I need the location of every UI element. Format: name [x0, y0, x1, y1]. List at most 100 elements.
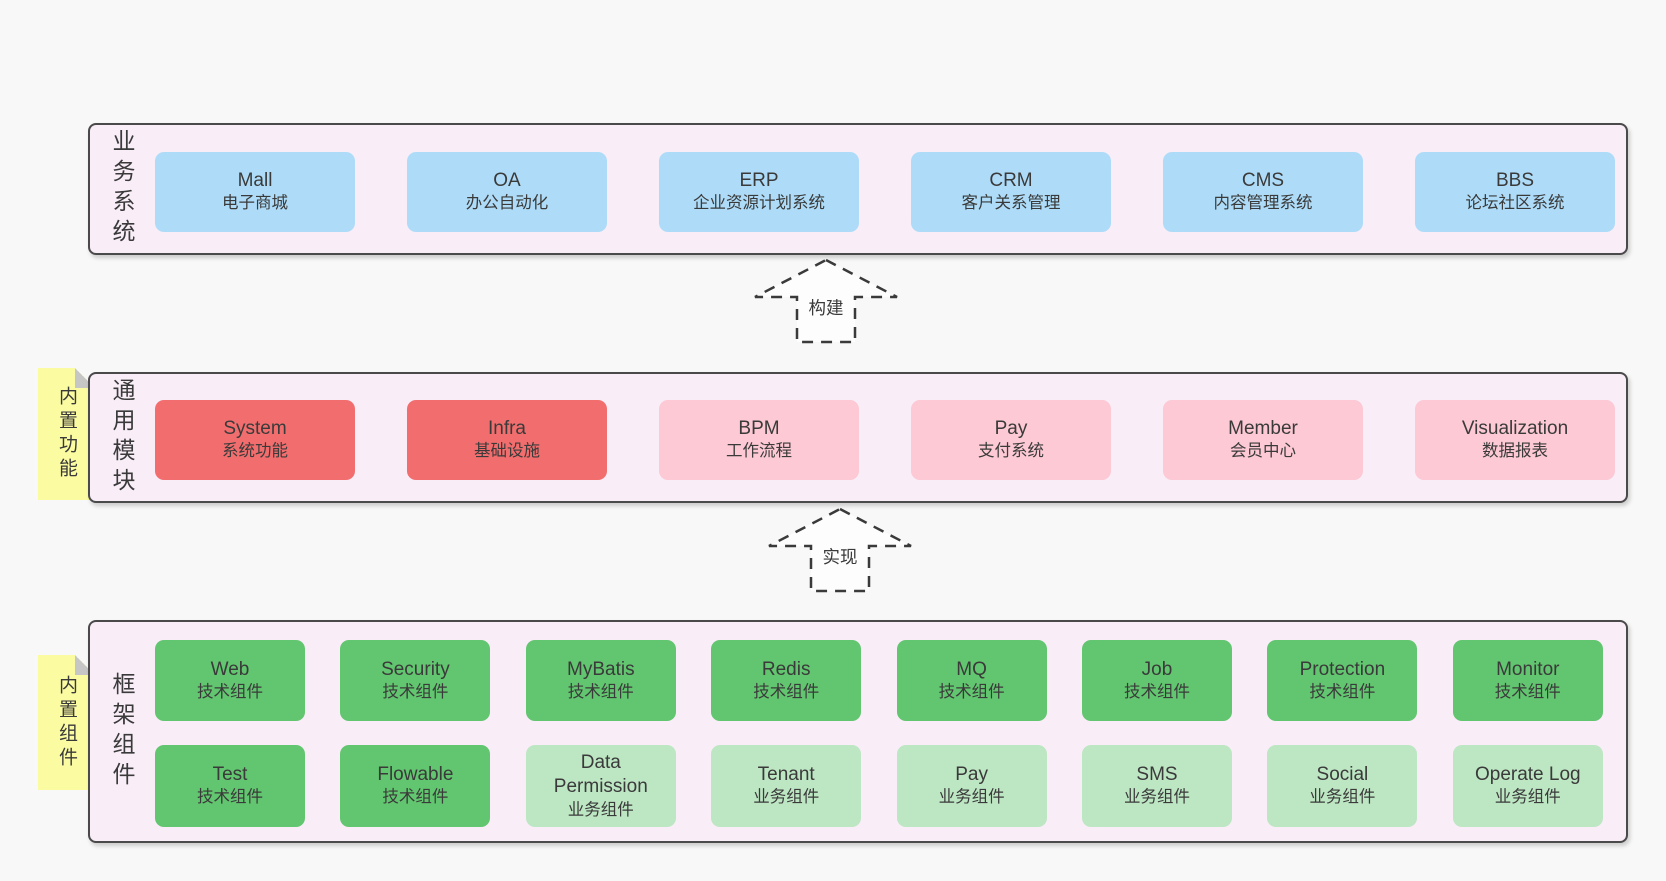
- box-web: Web 技术组件: [155, 640, 305, 721]
- box-title: CRM: [989, 170, 1033, 192]
- box-redis: Redis 技术组件: [711, 640, 862, 721]
- box-subtitle: 业务组件: [1494, 788, 1561, 807]
- box-title: Operate Log: [1474, 764, 1581, 786]
- box-data-permission: Data Permission 业务组件: [525, 745, 676, 827]
- box-subtitle: 技术组件: [382, 788, 449, 807]
- box-subtitle: 技术组件: [567, 682, 634, 701]
- box-subtitle: 技术组件: [938, 682, 1005, 701]
- box-cms: CMS 内容管理系统: [1163, 152, 1363, 232]
- box-member: Member 会员中心: [1163, 400, 1363, 480]
- box-subtitle: 电子商城: [222, 194, 288, 213]
- box-subtitle: 业务组件: [1309, 788, 1376, 807]
- box-erp: ERP 企业资源计划系统: [659, 152, 859, 232]
- box-pay: Pay 业务组件: [896, 745, 1047, 827]
- box-subtitle: 办公自动化: [465, 194, 549, 213]
- arrow-build-label: 构建: [809, 298, 844, 318]
- box-title: Job: [1141, 658, 1173, 680]
- dashed-up-arrow-implement: 实现: [768, 507, 912, 593]
- box-mq: MQ 技术组件: [896, 640, 1047, 721]
- box-title: Member: [1228, 418, 1298, 440]
- sticky-note-builtin-features: 内置功能: [38, 368, 95, 500]
- box-tenant: Tenant 业务组件: [711, 745, 862, 827]
- box-subtitle: 企业资源计划系统: [693, 194, 825, 213]
- box-bbs: BBS 论坛社区系统: [1415, 152, 1615, 232]
- box-flowable: Flowable 技术组件: [340, 745, 491, 827]
- box-subtitle: 业务组件: [753, 788, 820, 807]
- box-title: MQ: [956, 658, 987, 680]
- box-title: OA: [493, 170, 521, 192]
- box-title: CMS: [1241, 170, 1285, 192]
- box-title: Security: [381, 658, 450, 680]
- section-common-modules: 通用模块 System 系统功能 Infra 基础设施 BPM 工作流程 Pay 支付系统 Me…: [88, 372, 1628, 503]
- box-subtitle: 支付系统: [978, 442, 1044, 461]
- box-infra: Infra 基础设施: [407, 400, 607, 480]
- box-subtitle: 基础设施: [474, 442, 540, 461]
- box-subtitle: 技术组件: [197, 788, 263, 807]
- section-business-systems-label: 业务系统: [109, 129, 135, 249]
- box-title: Mall: [237, 170, 273, 192]
- box-title: Tenant: [757, 764, 815, 786]
- box-title: System: [223, 418, 287, 440]
- sticky-note-builtin-features-label: 内置功能: [56, 386, 77, 482]
- box-title: Redis: [761, 658, 811, 680]
- box-operate-log: Operate Log 业务组件: [1452, 745, 1603, 827]
- dashed-up-arrow-build: 构建: [754, 258, 898, 344]
- box-social: Social 业务组件: [1267, 745, 1418, 827]
- box-subtitle: 技术组件: [197, 682, 263, 701]
- section-business-systems: 业务系统 Mall 电子商城 OA 办公自动化 ERP 企业资源计划系统 CRM 客户关系管理…: [88, 123, 1628, 255]
- box-subtitle: 技术组件: [1124, 682, 1190, 701]
- box-title: Pay: [994, 418, 1028, 440]
- sticky-note-builtin-components-label: 内置组件: [56, 674, 77, 771]
- box-title: Monitor: [1496, 658, 1560, 680]
- sticky-note-builtin-components: 内置组件: [38, 655, 95, 790]
- box-bpm: BPM 工作流程: [659, 400, 859, 480]
- box-title: Visualization: [1461, 418, 1569, 440]
- box-subtitle: 技术组件: [1494, 682, 1561, 701]
- section-framework-components-label: 框架组件: [109, 671, 135, 792]
- box-mybatis: MyBatis 技术组件: [525, 640, 676, 721]
- box-subtitle: 论坛社区系统: [1465, 194, 1565, 213]
- box-subtitle: 系统功能: [222, 442, 288, 461]
- box-test: Test 技术组件: [155, 745, 305, 827]
- box-subtitle: 业务组件: [938, 788, 1005, 807]
- box-subtitle: 数据报表: [1482, 442, 1548, 461]
- box-title: SMS: [1136, 764, 1178, 786]
- section-common-modules-label: 通用模块: [109, 377, 135, 498]
- box-subtitle: 技术组件: [382, 682, 449, 701]
- box-title: Web: [210, 658, 250, 680]
- box-title: Test: [212, 764, 248, 786]
- box-title: BBS: [1495, 170, 1535, 192]
- box-crm: CRM 客户关系管理: [911, 152, 1111, 232]
- common-modules-box-grid: System 系统功能 Infra 基础设施 BPM 工作流程 Pay 支付系统 Member 会…: [90, 374, 1626, 501]
- box-title: Flowable: [377, 764, 454, 786]
- box-subtitle: 技术组件: [1309, 682, 1376, 701]
- box-protection: Protection 技术组件: [1267, 640, 1418, 721]
- box-title: Protection: [1299, 658, 1386, 680]
- box-subtitle: 业务组件: [1124, 788, 1190, 807]
- box-title: BPM: [738, 418, 780, 440]
- box-monitor: Monitor 技术组件: [1452, 640, 1603, 721]
- box-pay: Pay 支付系统: [911, 400, 1111, 480]
- arrow-implement-label: 实现: [823, 547, 858, 567]
- box-subtitle: 内容管理系统: [1213, 194, 1313, 213]
- box-job: Job 技术组件: [1082, 640, 1232, 721]
- box-title: MyBatis: [567, 658, 635, 680]
- box-subtitle: 客户关系管理: [961, 194, 1061, 213]
- box-title: Pay: [955, 764, 988, 786]
- box-title: ERP: [739, 170, 779, 192]
- business-systems-box-grid: Mall 电子商城 OA 办公自动化 ERP 企业资源计划系统 CRM 客户关系管理 CMS 内容…: [90, 125, 1626, 253]
- box-title: Social: [1316, 764, 1369, 786]
- box-security: Security 技术组件: [340, 640, 491, 721]
- box-title: Infra: [487, 418, 527, 440]
- box-subtitle: 会员中心: [1230, 442, 1296, 461]
- box-visualization: Visualization 数据报表: [1415, 400, 1615, 480]
- box-subtitle: 业务组件: [567, 800, 634, 819]
- box-subtitle: 工作流程: [726, 442, 792, 461]
- box-subtitle: 技术组件: [753, 682, 820, 701]
- box-sms: SMS 业务组件: [1082, 745, 1232, 827]
- box-title: Data Permission: [553, 751, 648, 798]
- box-oa: OA 办公自动化: [407, 152, 607, 232]
